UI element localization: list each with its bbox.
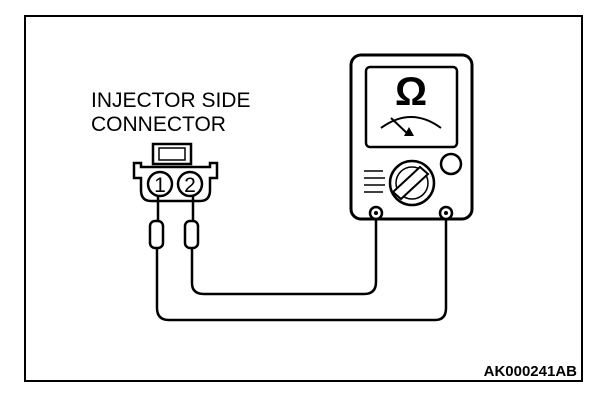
- meter-display-window: [364, 65, 459, 149]
- probe-pin-1: [148, 196, 165, 250]
- pin-2-socket: [176, 170, 204, 198]
- probe-pin-2: [183, 196, 200, 250]
- zero-adjust-button: [439, 152, 463, 176]
- meter-scale-arc: [380, 116, 442, 129]
- connector-body: [132, 161, 219, 203]
- pin-1-socket: [146, 170, 174, 198]
- pin-1-label: 1: [154, 174, 166, 197]
- pin-2-label: 2: [184, 174, 196, 197]
- caption-line-2: CONNECTOR: [91, 113, 226, 136]
- injector-connector: [132, 142, 219, 203]
- meter-needle: [390, 117, 410, 136]
- figure-code: AK000241AB: [484, 363, 578, 380]
- terminal-right: [438, 205, 454, 221]
- figure-frame: [24, 15, 583, 382]
- lead-wire-pin-2: [190, 215, 378, 296]
- connector-latch-inner: [158, 147, 186, 161]
- needle-pivot: [404, 127, 414, 136]
- lead-wire-pin-1: [155, 215, 448, 322]
- caption-line-1: INJECTOR SIDE: [91, 89, 250, 112]
- ohm-symbol: Ω: [395, 70, 427, 114]
- terminal-left: [368, 205, 384, 221]
- ohmmeter: [349, 53, 474, 221]
- range-selector-knob: [364, 159, 436, 207]
